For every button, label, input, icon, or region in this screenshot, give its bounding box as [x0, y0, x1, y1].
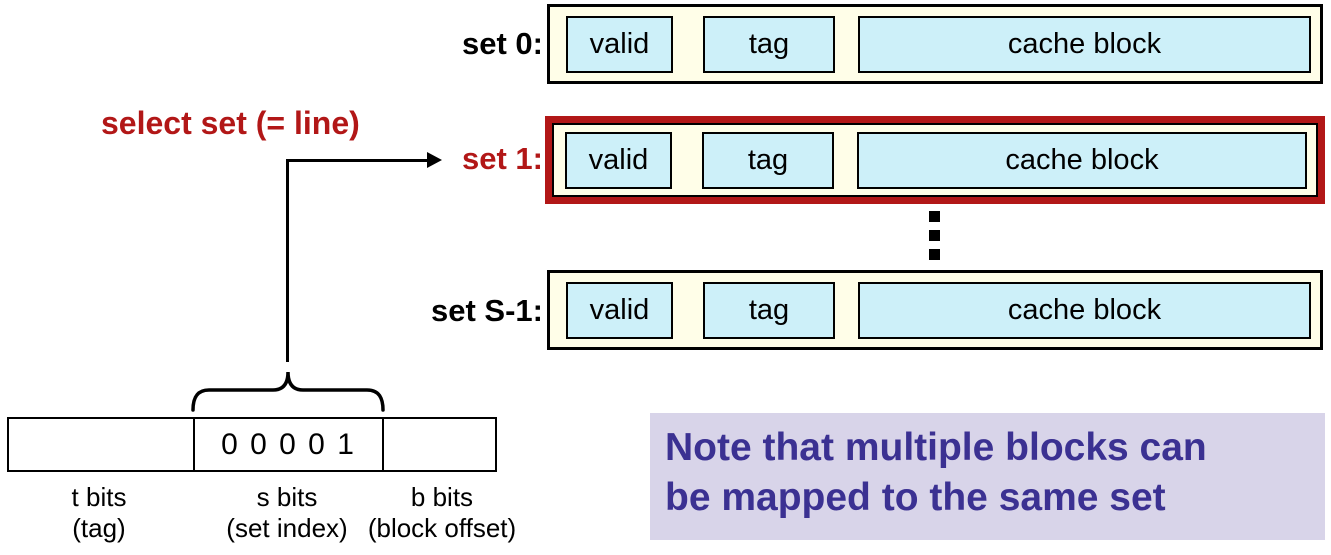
t-bits-description: (tag)	[72, 513, 126, 543]
s-bits-name: s bits	[256, 482, 318, 512]
set-1-label: set 1:	[462, 141, 543, 176]
address-s-bits-cell: 0 0 0 0 1	[195, 419, 384, 470]
cache-block-field: cache block	[858, 15, 1311, 73]
arrow-head	[427, 152, 442, 168]
s-bits-label: s bits (set index)	[226, 482, 347, 544]
note-line-1: Note that multiple blocks can	[665, 426, 1207, 469]
cache-block-field: cache block	[858, 281, 1311, 339]
valid-field: valid	[566, 281, 673, 339]
t-bits-name: t bits	[71, 482, 127, 512]
note-box: Note that multiple blocks can be mapped …	[650, 413, 1325, 540]
b-bits-name: b bits	[410, 482, 474, 512]
b-bits-label: b bits (block offset)	[368, 482, 516, 544]
set-0-row-body: valid tag cache block	[547, 4, 1323, 84]
tag-field: tag	[703, 281, 835, 339]
cache-block-field: cache block	[857, 131, 1307, 189]
select-set-label: select set (= line)	[101, 105, 360, 141]
vertical-ellipsis	[929, 211, 940, 268]
set-0-label: set 0:	[462, 26, 543, 61]
address-box: 0 0 0 0 1	[7, 417, 497, 472]
set-0-row: valid tag cache block	[547, 4, 1323, 84]
valid-field: valid	[566, 15, 673, 73]
arrow-line-horizontal	[286, 159, 428, 162]
s-bits-description: (set index)	[226, 513, 348, 543]
b-bits-description: (block offset)	[367, 513, 517, 543]
t-bits-label: t bits (tag)	[72, 482, 127, 544]
set-1-row-highlighted: valid tag cache block	[545, 116, 1325, 204]
arrow-line-vertical	[286, 159, 289, 362]
set-s-1-label: set S-1:	[431, 293, 543, 328]
set-s-1-row: valid tag cache block	[547, 270, 1323, 350]
tag-field: tag	[702, 131, 834, 189]
curly-brace	[191, 371, 385, 412]
valid-field: valid	[565, 131, 672, 189]
address-b-bits-cell	[384, 419, 495, 470]
set-s-1-row-body: valid tag cache block	[547, 270, 1323, 350]
note-line-2: be mapped to the same set	[665, 476, 1166, 519]
set-1-row-body: valid tag cache block	[552, 123, 1318, 197]
address-t-bits-cell	[9, 419, 195, 470]
tag-field: tag	[703, 15, 835, 73]
